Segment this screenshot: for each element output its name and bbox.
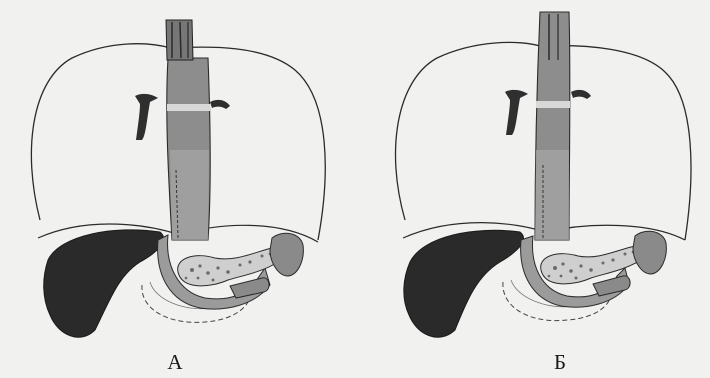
right-bronchus (571, 90, 591, 99)
liver (44, 230, 164, 337)
panel-a-label: А (155, 352, 195, 373)
esophagus-light-band (167, 104, 210, 111)
panel-b-label: Б (540, 352, 580, 373)
duodenum (230, 278, 269, 298)
spleen (270, 233, 303, 276)
left-bronchus (505, 90, 528, 135)
left-bronchus (135, 94, 158, 140)
anatomy-drawing-a (0, 0, 355, 350)
right-bronchus (210, 100, 230, 109)
liver (404, 230, 524, 337)
esophagus-light-band (536, 101, 570, 108)
spleen (633, 231, 666, 274)
duodenum (593, 276, 630, 296)
panel-b: Б (355, 0, 710, 378)
anatomy-drawing-b (355, 0, 710, 350)
panel-a: А (0, 0, 355, 378)
